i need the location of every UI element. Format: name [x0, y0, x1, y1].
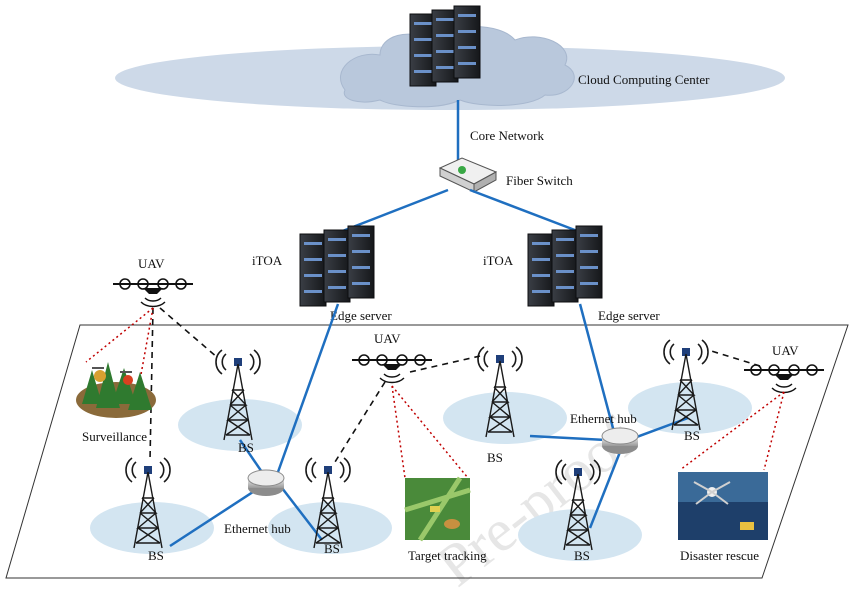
uav-left-icon	[112, 278, 194, 308]
disaster-rescue-label: Disaster rescue	[680, 548, 759, 563]
uav-center-icon	[351, 354, 433, 384]
bs-label-3: BS	[324, 541, 340, 556]
cloud-server-icon	[409, 5, 481, 87]
ethernet-hub-right-icon	[601, 427, 639, 455]
uav-left-label: UAV	[138, 256, 165, 271]
surveillance-label: Surveillance	[82, 429, 147, 444]
switch-link-left	[339, 188, 449, 234]
disaster-rescue-image	[678, 472, 768, 540]
target-tracking-link	[391, 385, 469, 479]
ethernet-hub-right-label: Ethernet hub	[570, 411, 637, 426]
target-tracking-label: Target tracking	[408, 548, 487, 563]
bs-coverage-4	[443, 392, 567, 444]
hub-right-link-bs6	[588, 451, 622, 529]
uav-center-label: UAV	[374, 331, 401, 346]
fiber-switch-label: Fiber Switch	[506, 173, 573, 188]
target-tracking-image	[404, 476, 471, 542]
bs-coverage-5	[628, 382, 752, 434]
uav-center-link-bs4	[409, 355, 481, 373]
bs-label-4: BS	[487, 450, 503, 465]
itoa-right-label: iTOA	[483, 253, 514, 268]
surveillance-forest-image	[76, 362, 156, 418]
uav-right-link-bs5	[707, 349, 761, 367]
itoa-left-server-icon	[299, 225, 375, 307]
itoa-left-label: iTOA	[252, 253, 283, 268]
edge-link-left	[276, 303, 340, 473]
bs-label-2: BS	[148, 548, 164, 563]
switch-link-right	[469, 188, 581, 234]
edge-server-right-label: Edge server	[598, 308, 660, 323]
cloud-label: Cloud Computing Center	[578, 72, 710, 87]
edge-server-left-label: Edge server	[330, 308, 392, 323]
ethernet-hub-left-label: Ethernet hub	[224, 521, 291, 536]
edge-link-right	[578, 303, 616, 433]
core-network-label: Core Network	[470, 128, 545, 143]
uav-left-link-bs2	[149, 307, 154, 461]
bs-label-1: BS	[238, 440, 254, 455]
uav-center-link-bs3	[334, 381, 386, 463]
hub-right-link-bs4	[529, 434, 607, 442]
disaster-rescue-link	[679, 391, 785, 471]
hub-left-link-bs3	[281, 487, 323, 541]
ethernet-hub-left-icon	[247, 469, 285, 497]
hub-left-link-bs2	[169, 488, 257, 548]
uav-left-link-bs1	[159, 307, 219, 359]
ground-plane	[5, 324, 849, 579]
uav-right-label: UAV	[772, 343, 799, 358]
fiber-switch-icon	[438, 157, 498, 193]
surveillance-link	[85, 307, 154, 381]
bs-label-6: BS	[574, 548, 590, 563]
bs-label-5: BS	[684, 428, 700, 443]
itoa-right-server-icon	[527, 225, 603, 307]
uav-right-icon	[743, 364, 825, 394]
